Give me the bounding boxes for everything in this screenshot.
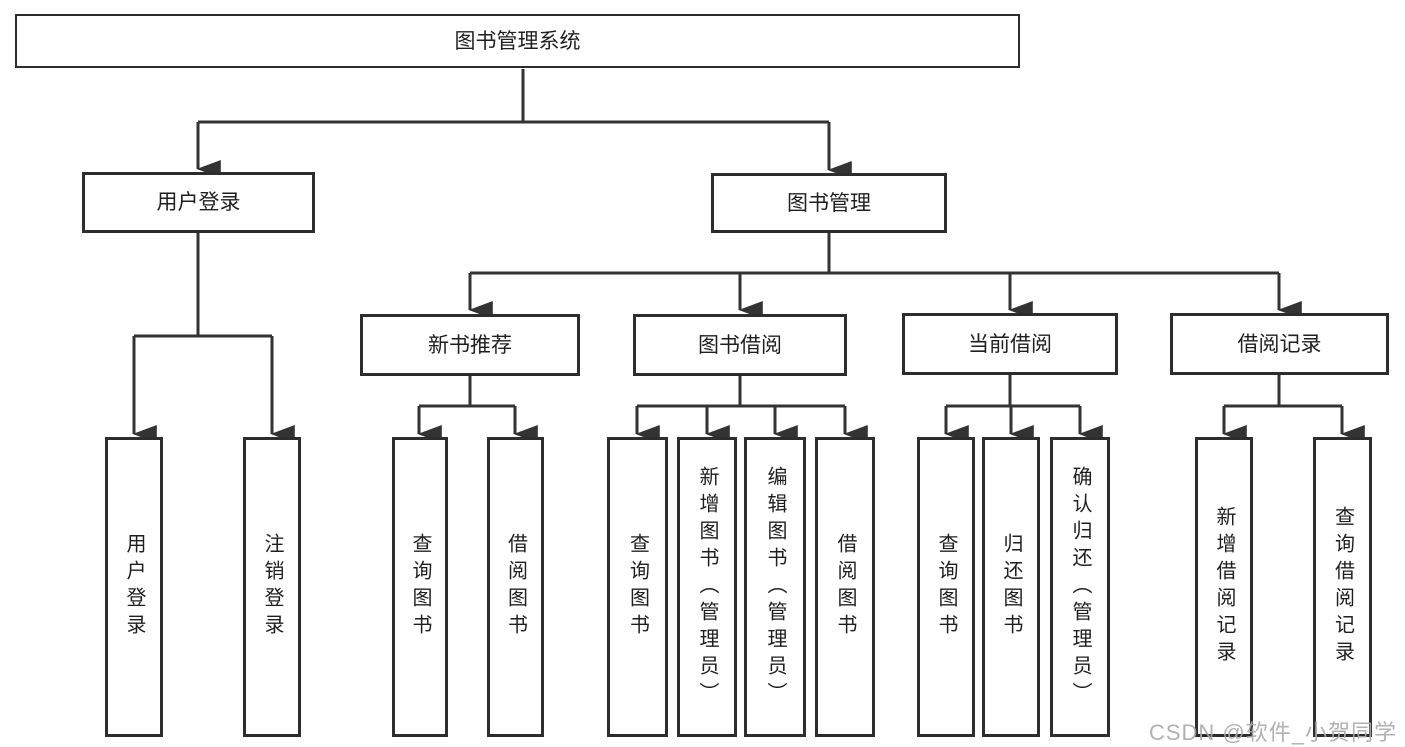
leaf-logout-label: 注销登录 xyxy=(261,533,283,641)
node-book-borrowing: 图书借阅 xyxy=(633,314,847,376)
node-user-login: 用户登录 xyxy=(82,172,315,233)
leaf-logout: 注销登录 xyxy=(243,437,301,737)
leaf-confirm-return-admin: 确认归还（管理员） xyxy=(1050,437,1110,737)
leaf-edit-books-admin-label: 编辑图书（管理员） xyxy=(764,465,786,709)
leaf-user-login: 用户登录 xyxy=(105,437,163,737)
node-new-book-recommendation-label: 新书推荐 xyxy=(428,333,512,357)
node-library-system: 图书管理系统 xyxy=(15,14,1020,68)
leaf-query-books-recommend-label: 查询图书 xyxy=(409,533,431,641)
leaf-query-books-current-label: 查询图书 xyxy=(935,533,957,641)
leaf-add-books-admin-label: 新增图书（管理员） xyxy=(696,465,718,709)
leaf-query-books-borrowing: 查询图书 xyxy=(607,437,668,737)
leaf-borrow-books-label: 借阅图书 xyxy=(834,533,856,641)
node-current-borrowing: 当前借阅 xyxy=(902,313,1118,375)
edge-book-borrowing-to-leaves xyxy=(635,376,868,443)
leaf-query-books-recommend: 查询图书 xyxy=(392,437,448,737)
leaf-borrow-books-recommend-label: 借阅图书 xyxy=(504,533,527,641)
leaf-add-borrow-record-label: 新增借阅记录 xyxy=(1213,506,1235,668)
leaf-add-books-admin: 新增图书（管理员） xyxy=(677,437,737,737)
node-book-management: 图书管理 xyxy=(711,173,947,233)
leaf-borrow-books: 借阅图书 xyxy=(815,437,875,737)
edge-new-book-recommendation-to-leaves xyxy=(417,376,538,443)
leaf-borrow-books-recommend: 借阅图书 xyxy=(487,437,544,737)
leaf-query-borrow-record-label: 查询借阅记录 xyxy=(1331,506,1354,668)
leaf-query-books-borrowing-label: 查询图书 xyxy=(626,533,649,641)
leaf-query-books-current: 查询图书 xyxy=(917,437,975,737)
leaf-return-books-label: 归还图书 xyxy=(1000,533,1022,641)
leaf-edit-books-admin: 编辑图书（管理员） xyxy=(744,437,806,737)
edge-borrowing-records-to-leaves xyxy=(1222,375,1365,443)
node-borrowing-records: 借阅记录 xyxy=(1170,313,1389,375)
leaf-query-borrow-record: 查询借阅记录 xyxy=(1313,437,1372,737)
leaf-confirm-return-admin-label: 确认归还（管理员） xyxy=(1069,465,1091,709)
leaf-user-login-label: 用户登录 xyxy=(123,533,145,641)
node-user-login-label: 用户登录 xyxy=(156,191,241,214)
edge-user-login-to-leaves xyxy=(132,233,295,443)
node-new-book-recommendation: 新书推荐 xyxy=(360,314,580,376)
node-book-borrowing-label: 图书借阅 xyxy=(698,333,782,357)
node-library-system-label: 图书管理系统 xyxy=(454,29,581,53)
edge-root-to-level1 xyxy=(196,69,852,179)
leaf-return-books: 归还图书 xyxy=(982,437,1040,737)
node-book-management-label: 图书管理 xyxy=(787,191,871,215)
edge-current-borrowing-to-leaves xyxy=(944,375,1103,443)
leaf-add-borrow-record: 新增借阅记录 xyxy=(1195,437,1253,737)
edge-book-management-to-level2 xyxy=(468,233,1302,319)
node-borrowing-records-label: 借阅记录 xyxy=(1237,332,1322,356)
node-current-borrowing-label: 当前借阅 xyxy=(968,332,1052,356)
